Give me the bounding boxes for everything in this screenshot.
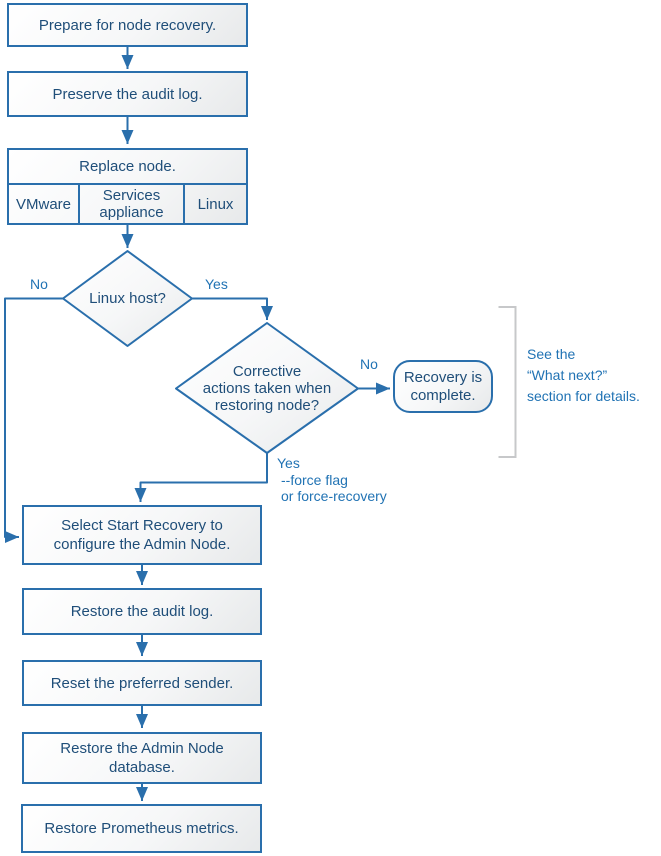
node-restore-admin-node-database: Restore the Admin Node database. bbox=[22, 732, 262, 784]
option-services-appliance: Services appliance bbox=[78, 185, 185, 223]
replace-node-header: Replace node. bbox=[9, 150, 246, 185]
decision-corrective-label: Corrective actions taken when restoring … bbox=[177, 323, 357, 453]
force-flag-note-line: or force-recovery bbox=[281, 488, 387, 504]
annotation-line: section for details. bbox=[527, 388, 640, 404]
branch-label-no-linux: No bbox=[30, 276, 48, 292]
node-label: Restore Prometheus metrics. bbox=[44, 820, 239, 837]
annotation-line: “What next?” bbox=[527, 367, 608, 383]
node-label: Prepare for node recovery. bbox=[38, 16, 217, 34]
node-preserve-audit-log: Preserve the audit log. bbox=[7, 71, 248, 117]
decision-linux-host-label: Linux host? bbox=[63, 251, 192, 346]
what-next-bracket bbox=[498, 306, 517, 458]
node-prepare-for-recovery: Prepare for node recovery. bbox=[7, 3, 248, 47]
node-label-line: complete. bbox=[410, 386, 476, 404]
node-label: Reset the preferred sender. bbox=[50, 674, 234, 692]
node-select-start-recovery: Select Start Recovery to configure the A… bbox=[22, 505, 262, 565]
force-flag-note: --force flag or force-recovery bbox=[281, 472, 387, 504]
edge-linux-yes-to-corrective bbox=[192, 297, 273, 320]
node-label-line: Restore the Admin Node bbox=[60, 740, 224, 757]
force-flag-note-line: --force flag bbox=[281, 472, 348, 488]
node-restore-prometheus-metrics: Restore Prometheus metrics. bbox=[21, 804, 262, 853]
node-label: Preserve the audit log. bbox=[52, 85, 203, 103]
decision-linux-host-shape bbox=[62, 250, 193, 347]
option-linux: Linux bbox=[197, 195, 234, 213]
decision-label: Linux host? bbox=[89, 290, 166, 307]
option-vmware: VMware bbox=[15, 195, 71, 213]
node-label-line: Recovery is bbox=[403, 368, 483, 386]
node-label-line: Select Start Recovery to bbox=[61, 517, 223, 534]
branch-label-no-corrective: No bbox=[360, 356, 378, 372]
branch-label-yes-linux: Yes bbox=[205, 276, 228, 292]
what-next-annotation: See the “What next?” section for details… bbox=[527, 344, 640, 407]
node-label: Restore the audit log. bbox=[70, 603, 214, 620]
decision-label-line: actions taken when bbox=[202, 379, 332, 397]
decision-label-line: Corrective bbox=[232, 362, 302, 380]
node-replace-node: Replace node. VMware Services appliance … bbox=[7, 148, 248, 225]
annotation-line: See the bbox=[527, 346, 576, 362]
node-label-line: database. bbox=[109, 759, 175, 776]
node-recovery-complete: Recovery is complete. bbox=[393, 360, 493, 413]
node-restore-audit-log: Restore the audit log. bbox=[22, 588, 262, 635]
node-label-line: configure the Admin Node. bbox=[53, 536, 231, 553]
decision-label-line: restoring node? bbox=[214, 396, 320, 414]
edge-corrective-yes-to-select-start bbox=[134, 453, 268, 502]
branch-label-yes-corrective: Yes bbox=[277, 455, 300, 471]
edge-linux-no-to-select-start bbox=[4, 297, 63, 543]
replace-node-options: VMware Services appliance Linux bbox=[9, 185, 246, 223]
node-label: Replace node. bbox=[79, 158, 176, 175]
node-reset-preferred-sender: Reset the preferred sender. bbox=[22, 660, 262, 706]
